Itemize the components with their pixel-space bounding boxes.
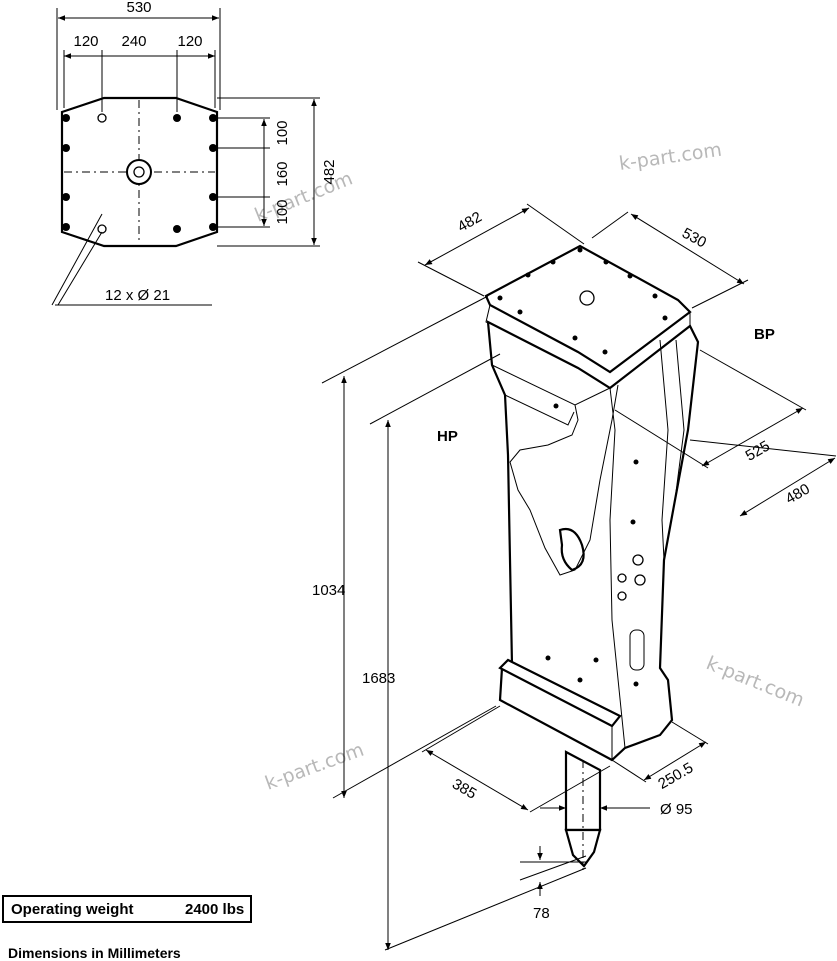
holes-note: 12 x Ø 21 — [105, 287, 170, 304]
dim-base-250: 250.5 — [655, 759, 696, 792]
watermark-4: k-part.com — [262, 739, 367, 795]
dim-vert-100: 100 — [274, 120, 291, 145]
dim-top-530: 530 — [679, 225, 709, 252]
dim-center-240: 240 — [121, 33, 146, 50]
operating-weight-box: Operating weight 2400 lbs — [2, 895, 252, 923]
isometric-view — [321, 203, 837, 951]
units-note: Dimensions in Millimeters — [8, 945, 181, 961]
dim-side-480: 480 — [783, 480, 813, 507]
dim-base-385: 385 — [449, 775, 479, 802]
dim-width-530: 530 — [126, 0, 151, 16]
dim-vert-100b: 100 — [274, 199, 291, 224]
operating-weight-label: Operating weight — [11, 901, 134, 918]
port-label-bp: BP — [754, 326, 775, 343]
watermark-1: k-part.com — [618, 139, 724, 175]
dim-height-1683: 1683 — [362, 670, 395, 687]
dim-tool-dia-95: Ø 95 — [660, 801, 693, 818]
operating-weight-value: 2400 lbs — [185, 901, 245, 918]
dim-right-120: 120 — [177, 33, 202, 50]
dim-left-120: 120 — [73, 33, 98, 50]
dim-tool-78: 78 — [533, 905, 550, 922]
dim-side-525: 525 — [743, 437, 773, 464]
dim-vert-160: 160 — [274, 161, 291, 186]
dim-height-1034: 1034 — [312, 582, 345, 599]
dim-height-482: 482 — [321, 159, 338, 184]
top-view — [51, 8, 320, 306]
watermark-3: k-part.com — [703, 652, 807, 711]
port-label-hp: HP — [437, 428, 458, 445]
dim-top-482: 482 — [455, 208, 485, 235]
